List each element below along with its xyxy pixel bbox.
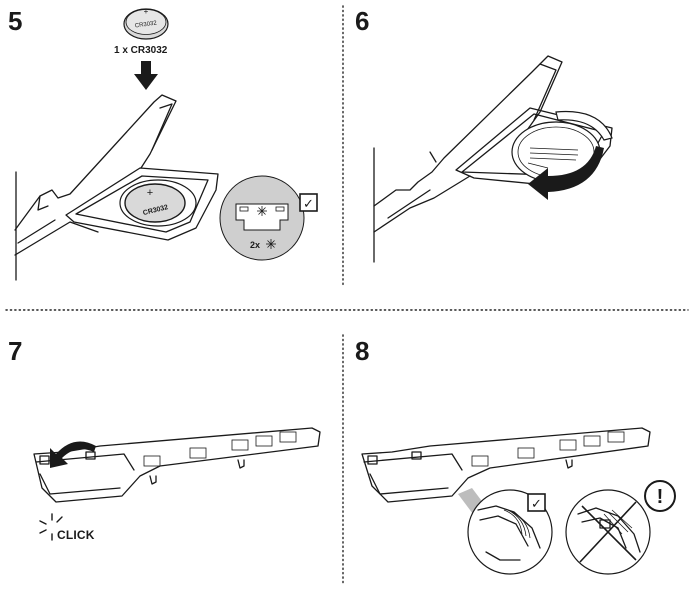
step-number-5: 5 bbox=[8, 6, 23, 36]
click-burst-icon bbox=[39, 513, 63, 541]
check-box-icon: ✓ bbox=[299, 193, 318, 212]
step5-check-mark: ✓ bbox=[303, 197, 314, 212]
contacts-quantity-label: 2x bbox=[250, 240, 260, 250]
battery-quantity-label: 1 x CR3032 bbox=[114, 45, 168, 56]
light-burst-icon bbox=[257, 206, 267, 216]
step8-illustration: ✓ ! bbox=[361, 427, 676, 575]
step-number-6: 6 bbox=[355, 6, 370, 36]
click-label: CLICK bbox=[57, 528, 95, 542]
step-number-7: 7 bbox=[8, 336, 23, 366]
step6-illustration bbox=[373, 55, 613, 263]
check-box-icon: ✓ bbox=[527, 493, 546, 512]
tray-polarity-label: + bbox=[147, 187, 153, 199]
step-number-8: 8 bbox=[355, 336, 370, 366]
step7-illustration bbox=[33, 427, 321, 541]
coin-battery-icon: + CR3032 bbox=[123, 7, 169, 40]
arrow-down-icon bbox=[134, 61, 158, 90]
incorrect-detail-inset bbox=[565, 489, 651, 575]
coin-polarity-label: + bbox=[144, 7, 149, 16]
step5-illustration: + CR3032 + CR3032 bbox=[14, 7, 318, 281]
warning-icon: ! bbox=[644, 480, 676, 512]
contacts-inset: 2x bbox=[219, 175, 305, 261]
rotate-arrow-icon bbox=[50, 441, 96, 468]
step8-check-mark: ✓ bbox=[531, 497, 542, 512]
rotate-arrow-icon bbox=[528, 110, 613, 200]
light-burst-icon-small bbox=[266, 239, 276, 249]
coin-battery-label: CR3032 bbox=[135, 20, 158, 29]
warning-mark: ! bbox=[657, 486, 664, 508]
